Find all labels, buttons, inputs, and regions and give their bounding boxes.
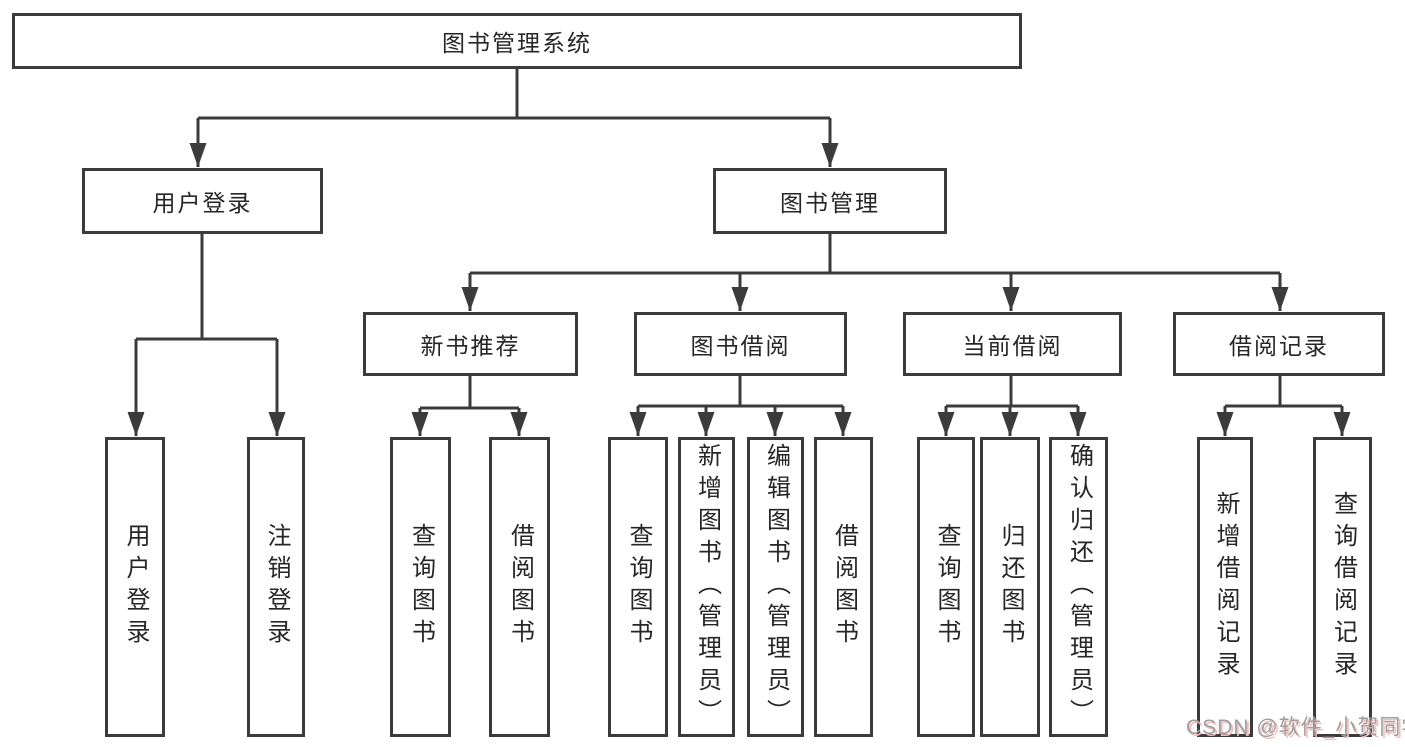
- leaf-bb-borrow-book: 借阅图书: [814, 437, 873, 737]
- connector-arrows: [127, 118, 1351, 436]
- leaf-bb-query-book: 查询图书: [608, 437, 668, 737]
- node-library-management-system: 图书管理系统: [12, 13, 1022, 69]
- leaf-rec-borrow-book: 借阅图书: [489, 437, 550, 737]
- leaf-logout: 注销登录: [247, 437, 305, 737]
- leaf-br-query-record: 查询借阅记录: [1313, 437, 1372, 737]
- node-current-borrowing: 当前借阅: [903, 312, 1122, 376]
- leaf-br-add-record: 新增借阅记录: [1197, 437, 1253, 737]
- leaf-cb-query-book: 查询图书: [917, 437, 975, 737]
- node-book-borrowing: 图书借阅: [634, 312, 847, 376]
- node-new-book-recommendation: 新书推荐: [363, 312, 578, 376]
- leaf-rec-query-book: 查询图书: [390, 437, 451, 737]
- node-book-management: 图书管理: [713, 168, 947, 234]
- leaf-user-login: 用户登录: [105, 437, 165, 737]
- leaf-bb-add-book-admin: 新增图书（管理员）: [678, 437, 735, 737]
- leaf-cb-return-book: 归还图书: [980, 437, 1040, 737]
- node-user-login: 用户登录: [82, 168, 323, 234]
- leaf-bb-edit-book-admin: 编辑图书（管理员）: [747, 437, 804, 737]
- node-borrowing-records: 借阅记录: [1173, 312, 1385, 376]
- leaf-cb-confirm-return-admin: 确认归还（管理员）: [1049, 437, 1108, 737]
- csdn-watermark: CSDN @软件_小贺同学: [1186, 716, 1405, 739]
- connector-trunks: [136, 68, 1342, 410]
